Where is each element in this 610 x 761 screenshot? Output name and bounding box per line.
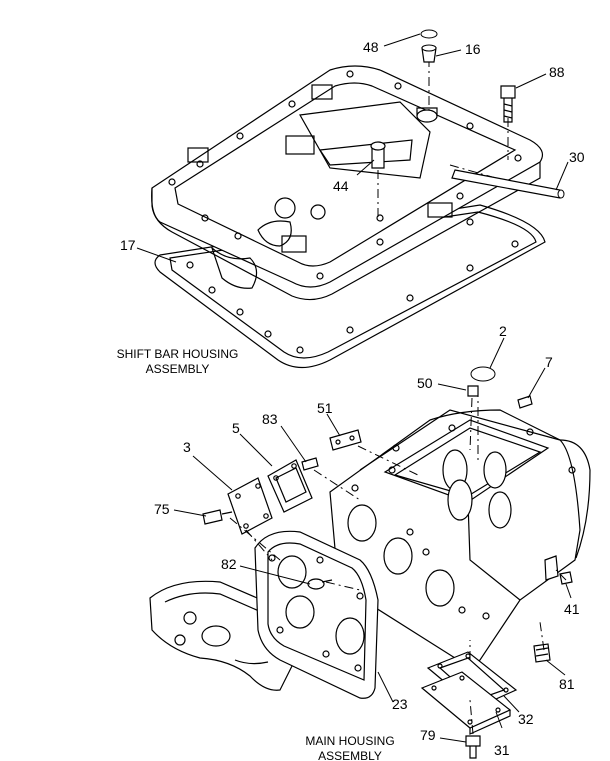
caption-shift-bar-line-1: SHIFT BAR HOUSING — [116, 347, 239, 361]
cover-31 — [420, 671, 512, 735]
capscrew-75 — [202, 509, 233, 525]
label-part-83: 83 — [262, 411, 278, 427]
main-housing — [329, 409, 591, 665]
label-part-51: 51 — [317, 400, 333, 416]
caption-main-housing-line-2: ASSEMBLY — [318, 749, 382, 761]
label-part-48: 48 — [363, 39, 379, 55]
breather-50 — [467, 385, 479, 397]
caption-main-housing-line-1: MAIN HOUSING — [305, 734, 395, 748]
cap-2 — [470, 366, 496, 382]
label-part-30: 30 — [569, 149, 585, 165]
plug-41 — [559, 571, 573, 585]
label-part-41: 41 — [564, 601, 580, 617]
shift-bar-housing — [151, 65, 543, 301]
label-part-75: 75 — [154, 501, 170, 517]
label-part-88: 88 — [549, 64, 565, 80]
capscrew-88 — [500, 85, 516, 123]
gasket-17 — [154, 204, 546, 369]
magnet-plug-81 — [533, 643, 551, 663]
leader-lines — [136, 33, 572, 743]
label-part-81: 81 — [559, 676, 575, 692]
capscrew-79 — [465, 735, 481, 759]
label-part-32: 32 — [518, 711, 534, 727]
label-part-2: 2 — [499, 323, 507, 339]
label-part-16: 16 — [465, 41, 481, 57]
label-part-5: 5 — [232, 420, 240, 436]
cover-plate-3 — [227, 477, 273, 535]
caption-main-housing: MAIN HOUSING ASSEMBLY — [300, 734, 400, 761]
label-part-50: 50 — [417, 375, 433, 391]
seal-ring-48 — [420, 29, 438, 39]
center-lines-bottom — [229, 388, 567, 735]
label-part-7: 7 — [545, 354, 553, 370]
pin-7 — [517, 395, 533, 409]
label-part-44: 44 — [333, 178, 349, 194]
pin-30 — [451, 169, 565, 199]
label-part-23: 23 — [392, 696, 408, 712]
label-part-82: 82 — [221, 556, 237, 572]
cover-5 — [267, 459, 313, 513]
label-part-17: 17 — [120, 237, 136, 253]
gasket-23 — [254, 530, 379, 699]
label-part-31: 31 — [494, 742, 510, 758]
screw-83 — [301, 457, 319, 471]
caption-shift-bar-housing: SHIFT BAR HOUSING ASSEMBLY — [110, 347, 245, 377]
plate-51 — [329, 429, 362, 451]
label-part-79: 79 — [420, 727, 436, 743]
label-part-3: 3 — [183, 439, 191, 455]
caption-shift-bar-line-2: ASSEMBLY — [145, 362, 210, 376]
plug-16 — [421, 44, 437, 63]
